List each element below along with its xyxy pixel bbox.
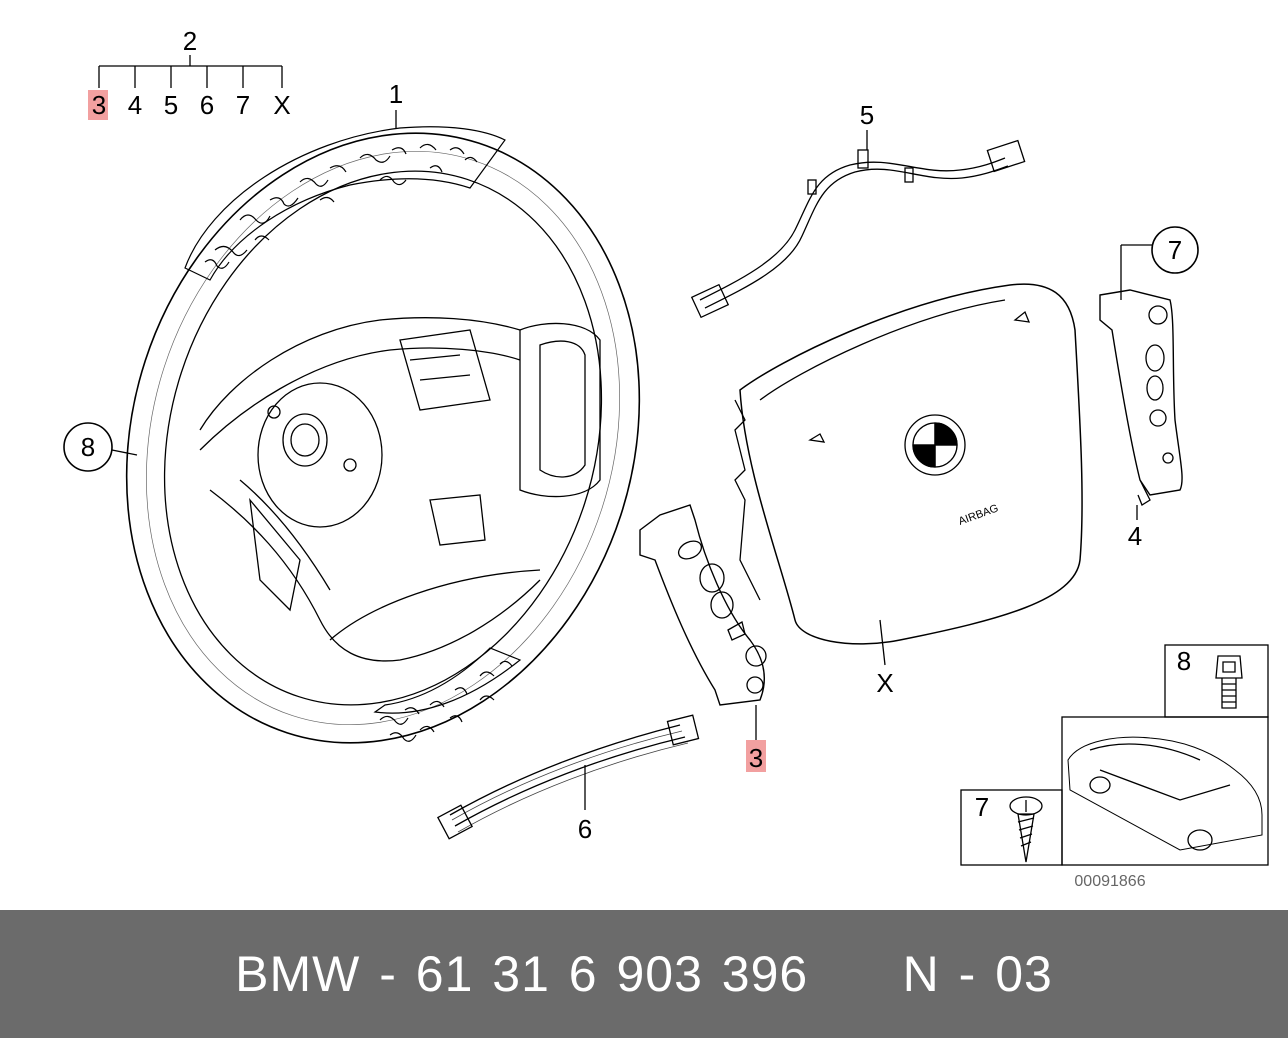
callout-ribbon-cable: 6 xyxy=(578,814,592,844)
right-switch-drawing xyxy=(1099,289,1183,506)
inset-screw-label: 7 xyxy=(975,792,989,822)
part-number-text: BMW - 61 31 6 903 396 N - 03 xyxy=(235,946,1053,1002)
callout-steering-wheel: 1 xyxy=(389,79,403,109)
left-switch-drawing xyxy=(639,504,767,706)
callout-wiring-harness: 5 xyxy=(860,100,874,130)
tree-child-label: 5 xyxy=(164,90,178,120)
wiring-harness-drawing xyxy=(690,139,1026,319)
tree-child-label: 3 xyxy=(92,90,106,120)
airbag-text: AIRBAG xyxy=(957,502,1000,527)
parts-tree: 2 3 4 5 6 7 X xyxy=(88,26,291,120)
tree-child-label: X xyxy=(273,90,290,120)
steering-wheel-drawing xyxy=(125,126,641,744)
highlight-marker xyxy=(88,90,108,120)
highlight-marker xyxy=(746,740,766,772)
ribbon-cable-drawing xyxy=(437,714,700,840)
tree-top-label: 2 xyxy=(183,26,197,56)
callout-left-switch: 3 xyxy=(749,743,763,773)
inset-bolt-label: 8 xyxy=(1177,646,1191,676)
inset-panel: 8 7 xyxy=(960,644,1269,866)
part-number-footer: BMW - 61 31 6 903 396 N - 03 xyxy=(0,910,1288,1038)
callout-right-switch-bottom: 4 xyxy=(1128,521,1142,551)
rim-callout-circle xyxy=(63,422,113,472)
callout-airbag: X xyxy=(876,668,893,698)
callout-right-switch-top: 7 xyxy=(1168,235,1182,265)
airbag-module-drawing: AIRBAG xyxy=(734,283,1083,645)
tree-child-label: 4 xyxy=(128,90,142,120)
parts-diagram: 2 3 4 5 6 7 X xyxy=(63,26,1269,890)
tree-child-label: 7 xyxy=(236,90,250,120)
callout-rim: 8 xyxy=(81,432,95,462)
drawing-number: 00091866 xyxy=(1074,873,1145,890)
right-switch-callout-circle xyxy=(1151,226,1199,274)
tree-child-label: 6 xyxy=(200,90,214,120)
